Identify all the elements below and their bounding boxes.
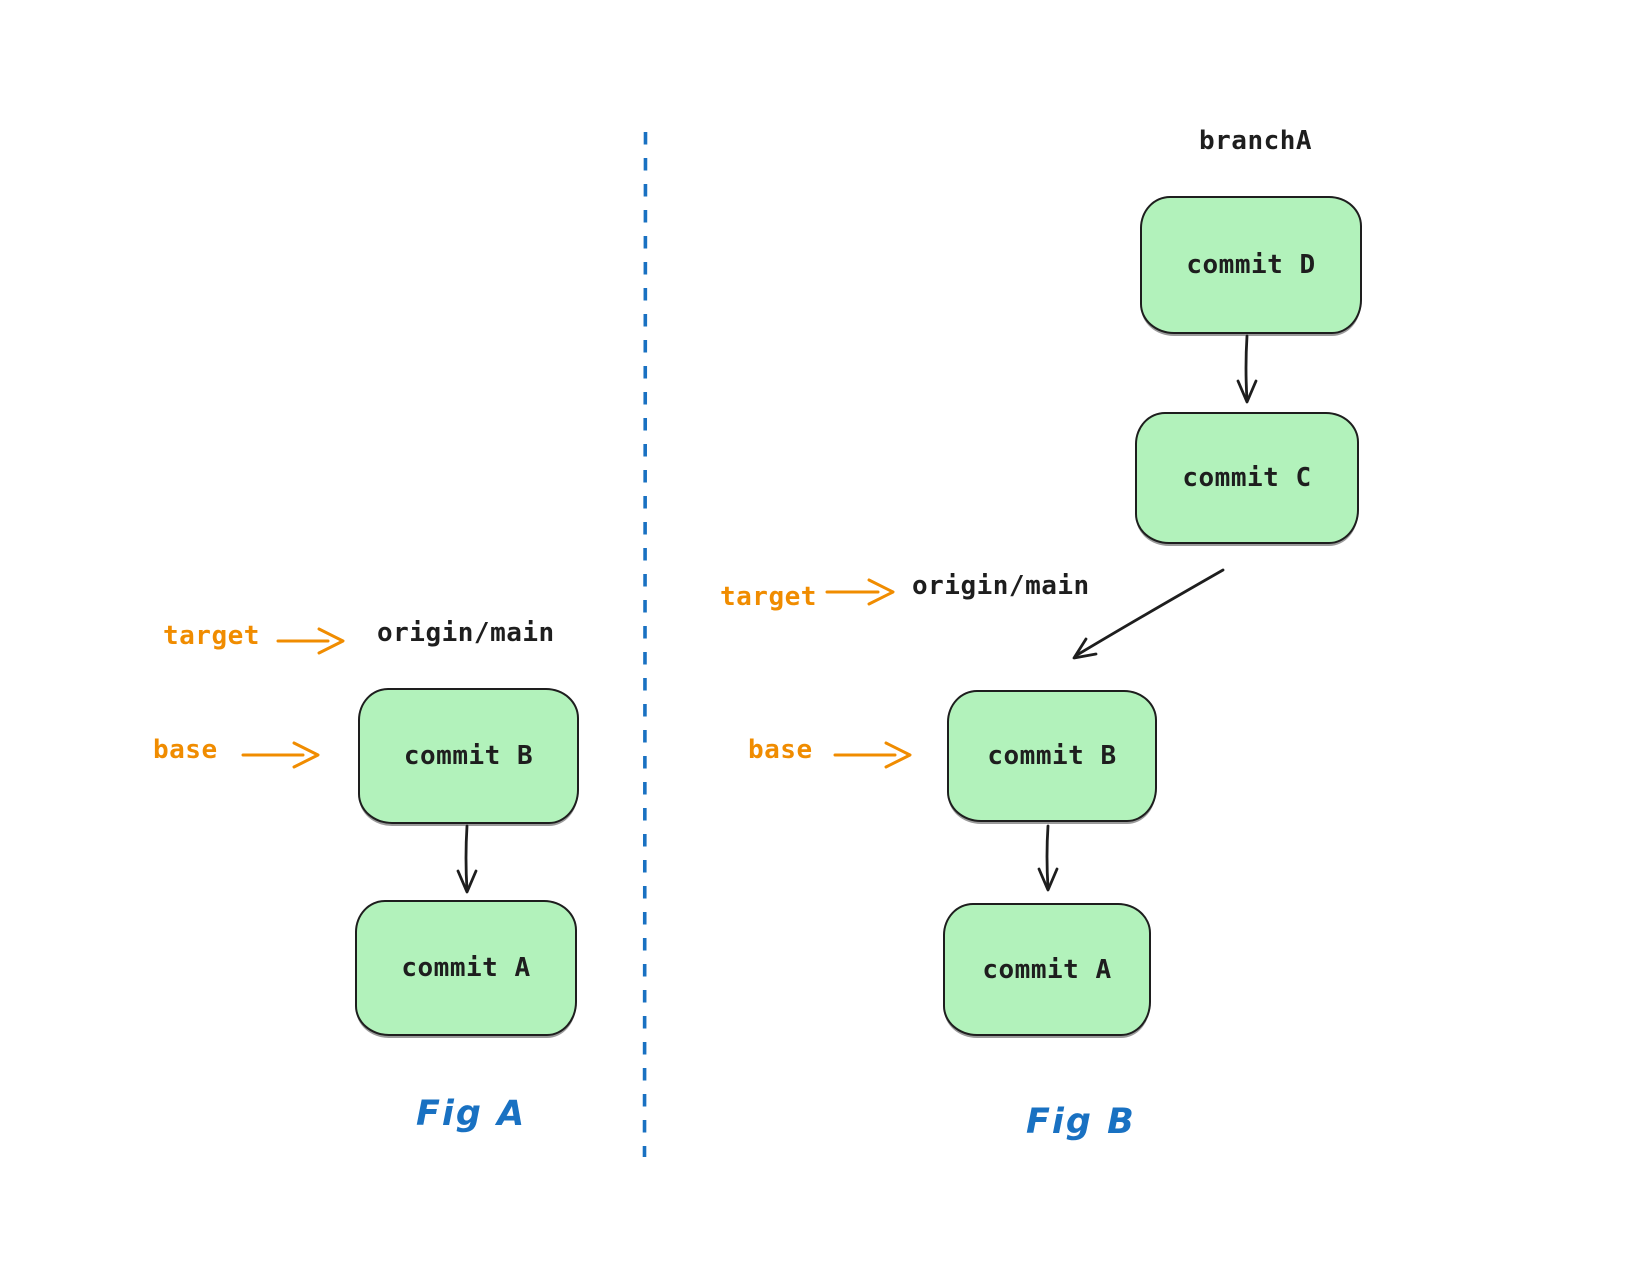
- fig-b-commit-b-node: commit B: [947, 690, 1157, 822]
- divider-dashed-line: [642, 131, 648, 1158]
- fig-b-caption: Fig B: [1026, 1102, 1136, 1142]
- fig-a-target-ref: origin/main: [377, 618, 555, 648]
- fig-a-base-label: base: [153, 735, 218, 765]
- fig-b-commit-a-node: commit A: [943, 903, 1151, 1036]
- fig-b-target-label: target: [720, 582, 817, 612]
- fig-a-commit-a-label: commit A: [401, 953, 531, 983]
- fig-b-target-ref: origin/main: [912, 571, 1090, 601]
- fig-b-curved-edge-c-to-b-arrow: [1072, 568, 1225, 660]
- fig-b-edge-b-to-a-arrow: [1037, 824, 1059, 892]
- fig-b-edge-d-to-c-arrow: [1236, 334, 1258, 404]
- fig-b-commit-d-label: commit D: [1186, 250, 1316, 280]
- fig-b-commit-d-node: commit D: [1140, 196, 1362, 334]
- fig-b-branch-label: branchA: [1199, 126, 1313, 156]
- fig-a-edge-b-to-a-arrow: [456, 824, 478, 894]
- fig-b-commit-c-node: commit C: [1135, 412, 1359, 544]
- fig-a-commit-a-node: commit A: [355, 900, 577, 1036]
- fig-b-commit-a-label: commit A: [982, 954, 1112, 985]
- fig-a-target-label: target: [163, 621, 260, 651]
- fig-b-commit-b-label: commit B: [987, 741, 1117, 771]
- fig-a-commit-b-node: commit B: [358, 688, 579, 824]
- fig-b-target-arrow-icon: [825, 578, 895, 606]
- fig-a-base-arrow-icon: [241, 741, 320, 769]
- fig-b-commit-c-label: commit C: [1182, 463, 1312, 493]
- fig-a-target-arrow-icon: [276, 627, 345, 655]
- fig-a-caption: Fig A: [416, 1094, 527, 1134]
- fig-b-base-arrow-icon: [833, 741, 912, 769]
- fig-a-commit-b-label: commit B: [403, 741, 534, 771]
- fig-b-base-label: base: [748, 735, 813, 765]
